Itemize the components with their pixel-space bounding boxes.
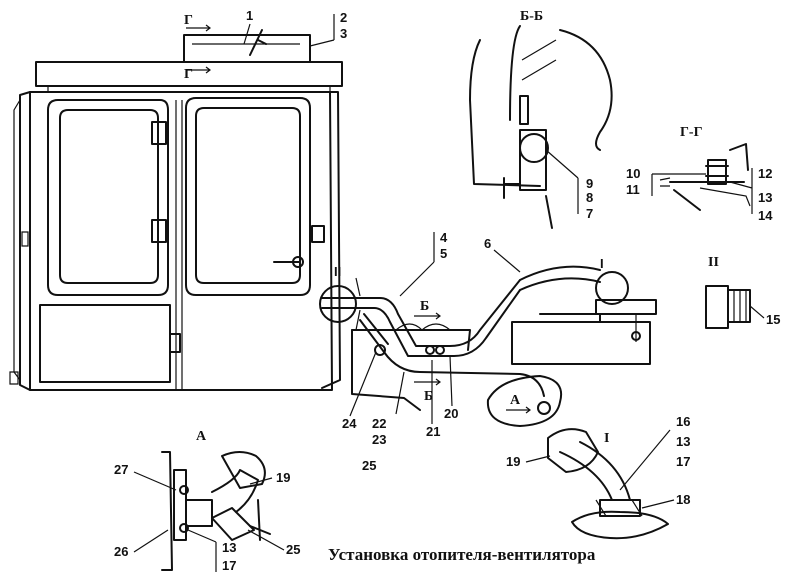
callout-24: 24 xyxy=(342,416,357,431)
callout-25a: 25 xyxy=(286,542,300,557)
cut-mark-b-lower: Б xyxy=(424,389,433,404)
cab-assembly xyxy=(9,29,343,391)
callout-11: 11 xyxy=(626,182,640,197)
callout-15: 15 xyxy=(766,312,780,327)
callout-19a: 19 xyxy=(276,470,290,485)
callout-13b: 13 xyxy=(676,434,690,449)
detail-i xyxy=(547,428,669,540)
callout-26: 26 xyxy=(114,544,128,559)
callouts: 1 2 3 4 5 6 9 8 7 10 11 12 13 14 I II 15… xyxy=(114,8,780,573)
cut-mark-g-mid: Г xyxy=(184,67,193,82)
detail-ii-marker xyxy=(319,285,357,323)
callout-16: 16 xyxy=(676,414,690,429)
callout-10: 10 xyxy=(626,166,640,181)
callout-17: 17 xyxy=(676,454,690,469)
cut-mark-b-left: Б xyxy=(420,299,429,314)
callout-7: 7 xyxy=(586,206,593,221)
callout-22: 22 xyxy=(372,416,386,431)
callout-2: 2 xyxy=(340,10,347,25)
callout-14: 14 xyxy=(758,208,773,223)
callout-19: 19 xyxy=(506,454,520,469)
view-a-zone xyxy=(486,375,562,427)
callout-13a: 13 xyxy=(222,540,236,555)
drawing-caption: Установка отопителя-вентилятора xyxy=(328,545,596,564)
callout-6: 6 xyxy=(484,236,491,251)
detail-ii-label-cab: II xyxy=(334,264,341,279)
view-a xyxy=(161,451,271,571)
cut-mark-g-top: Г xyxy=(184,13,193,28)
engine-top-right xyxy=(511,271,657,365)
callout-17a: 17 xyxy=(222,558,236,573)
callout-9: 9 xyxy=(586,176,593,191)
callout-4: 4 xyxy=(440,230,448,245)
section-bb xyxy=(469,25,613,229)
callout-25: 25 xyxy=(362,458,376,473)
section-bb-title: Б-Б xyxy=(520,9,543,24)
callout-8: 8 xyxy=(586,190,593,205)
callout-20: 20 xyxy=(444,406,458,421)
callout-27: 27 xyxy=(114,462,128,477)
callout-23: 23 xyxy=(372,432,386,447)
view-a-arrow-label: А xyxy=(510,393,521,408)
callout-12: 12 xyxy=(758,166,772,181)
callout-5: 5 xyxy=(440,246,447,261)
detail-ii-title: II xyxy=(708,255,719,270)
detail-i-label-engine: I xyxy=(600,256,604,271)
callout-21: 21 xyxy=(426,424,440,439)
callout-18: 18 xyxy=(676,492,690,507)
view-a-title: А xyxy=(196,429,207,444)
callout-13: 13 xyxy=(758,190,772,205)
engine-block xyxy=(351,323,471,411)
heater-hoses xyxy=(319,265,601,397)
detail-i-title: I xyxy=(604,431,609,446)
section-gg xyxy=(659,143,751,211)
callout-1: 1 xyxy=(246,8,253,23)
detail-ii xyxy=(705,285,751,329)
detail-i-marker xyxy=(595,271,629,305)
callout-3: 3 xyxy=(340,26,347,41)
section-gg-title: Г-Г xyxy=(680,125,703,140)
roof-heater-unit xyxy=(183,34,311,63)
